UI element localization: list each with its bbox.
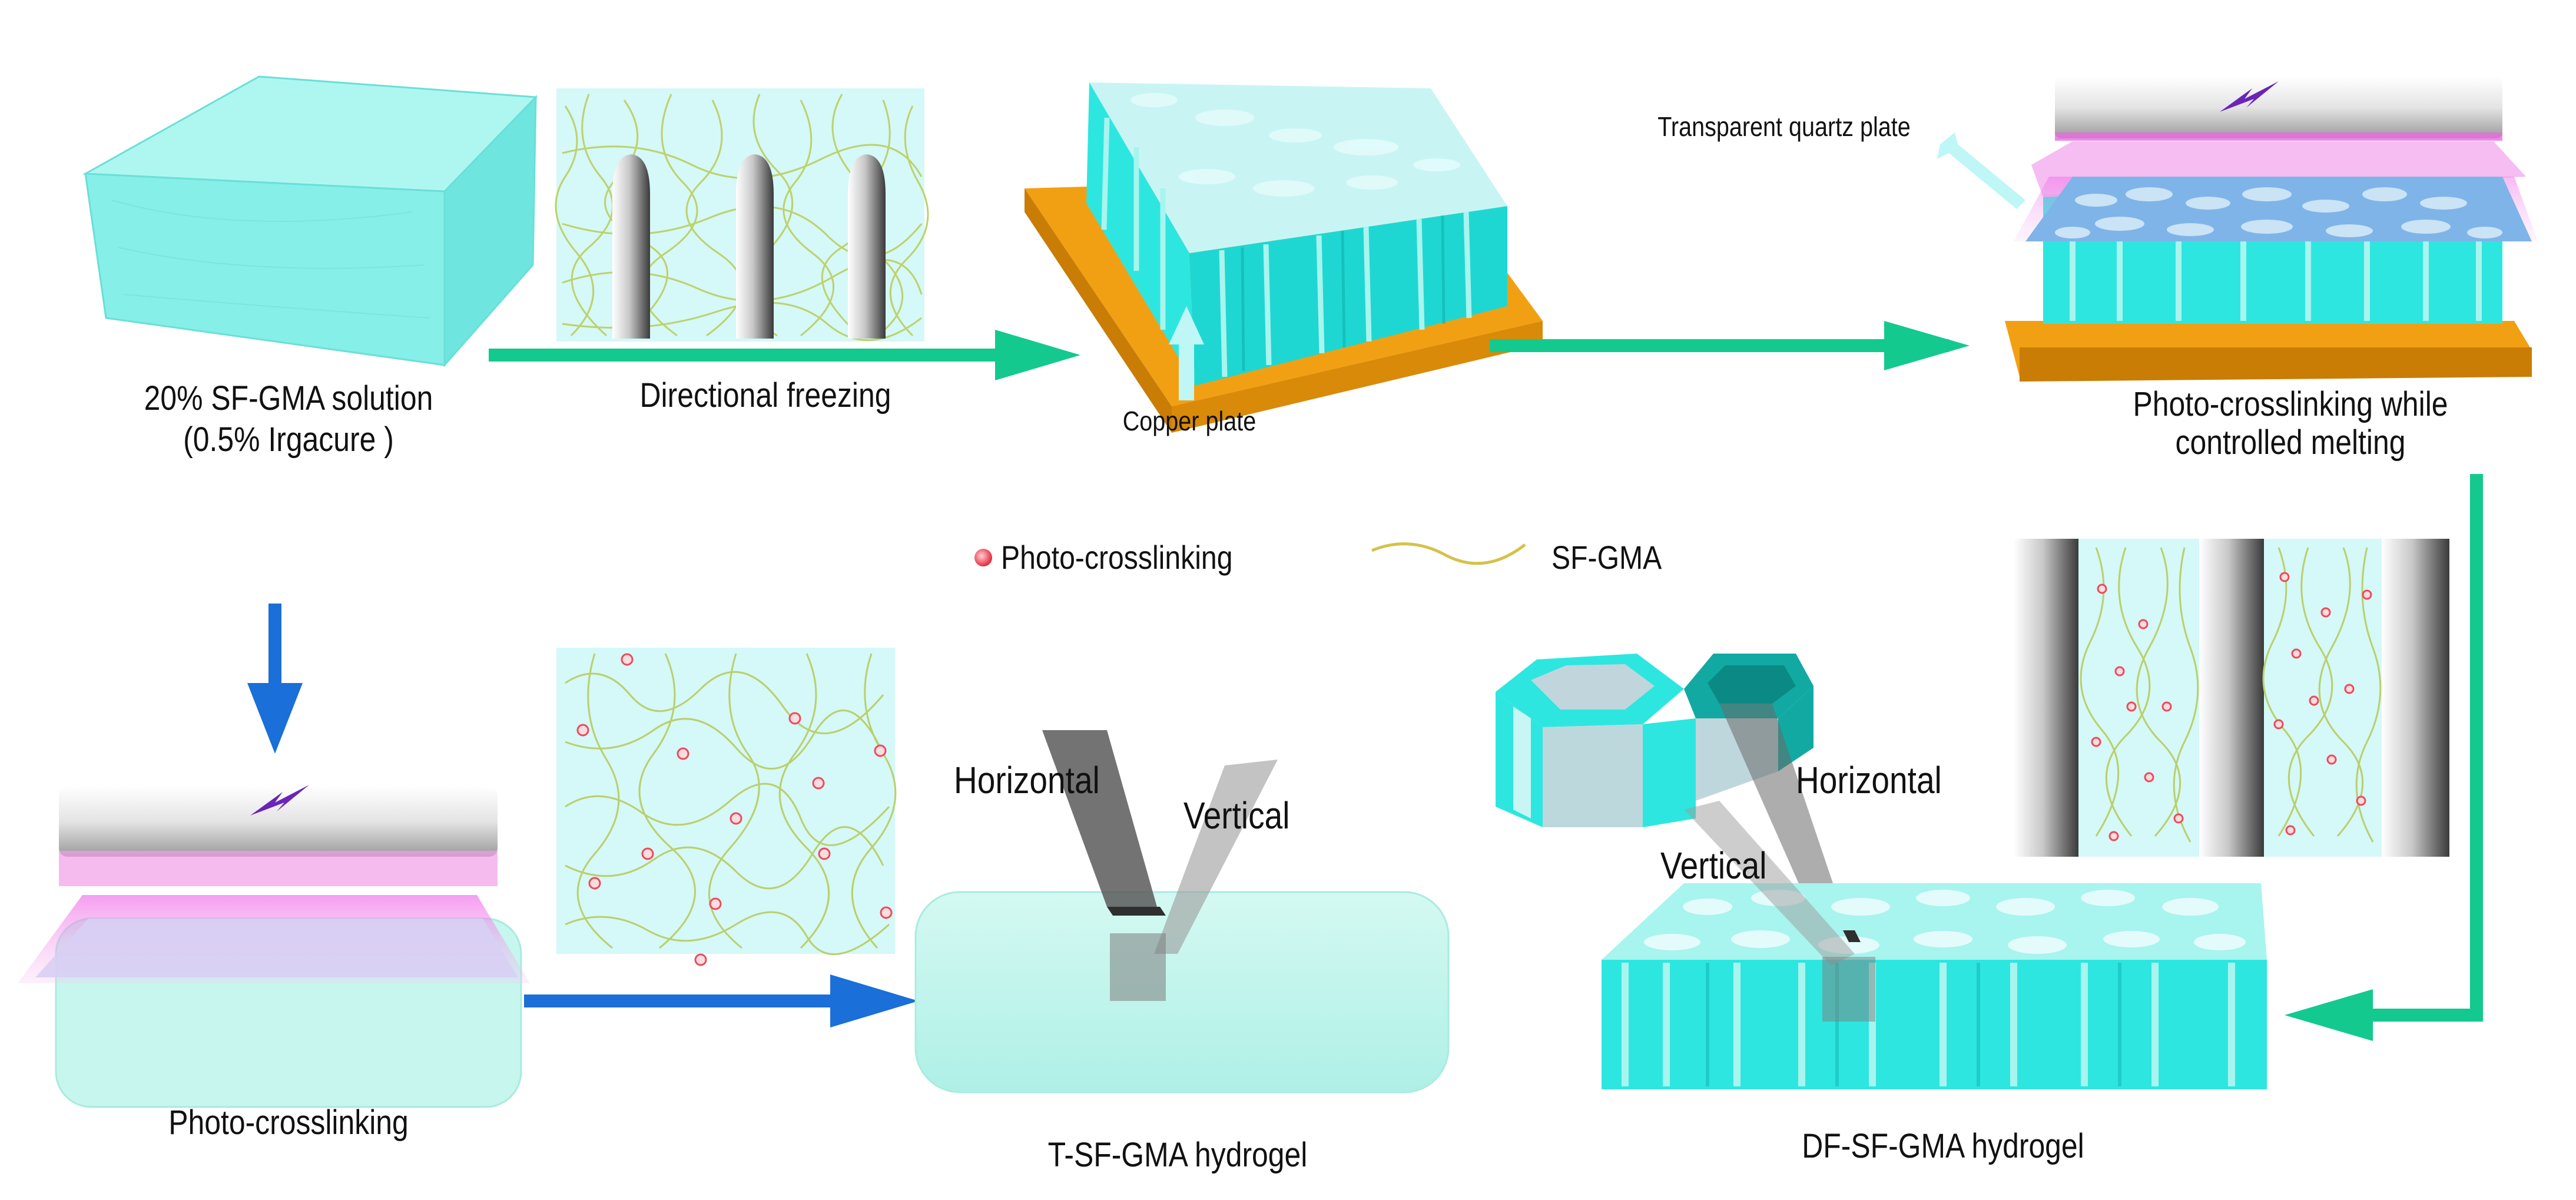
solution-label-line1: 20% SF-GMA solution (144, 379, 433, 417)
isotropic-network-panel (556, 648, 897, 966)
df-vertical-label: Vertical (1660, 844, 1767, 887)
ice-pillar (736, 154, 774, 339)
legend-photo-crosslinking-label: Photo-crosslinking (1001, 539, 1233, 576)
vertical-beam (1154, 760, 1278, 954)
copper-plate-label: Copper plate (1122, 406, 1256, 436)
blue-arrow-right (524, 974, 919, 1027)
ice-pillar (612, 154, 650, 339)
lightning-icon (2220, 81, 2279, 112)
t-horizontal-label: Horizontal (954, 759, 1100, 801)
quartz-plate-pointer (1937, 132, 2025, 209)
arrow-green-2 (1490, 321, 1970, 370)
hexagon-channels (1496, 654, 1849, 930)
arrow-green-1 (489, 330, 1080, 380)
lightning-icon (250, 785, 309, 816)
blue-arrow-down (247, 604, 303, 754)
horizontal-beam (1042, 730, 1157, 907)
legend-sf-gma-label: SF-GMA (1551, 539, 1662, 576)
copper-plate-pointer (1169, 306, 1204, 400)
photo-crosslinking-setup (18, 785, 530, 1108)
melting-label-line1: Photo-crosslinking while (2133, 385, 2448, 423)
horizontal-beam (1719, 704, 1849, 930)
copper-block (1025, 82, 1543, 433)
vertical-plane (1110, 933, 1166, 1001)
legend (974, 542, 1526, 566)
melting-setup (2005, 77, 2538, 382)
horizontal-plane (1843, 930, 1861, 942)
t-hydrogel-block (914, 730, 1450, 1093)
df-hydrogel-label: DF-SF-GMA hydrogel (1802, 1127, 2084, 1165)
quartz-plate-label: Transparent quartz plate (1657, 111, 1911, 142)
aligned-network-panel (2014, 539, 2449, 857)
df-hydrogel-block (1602, 801, 2267, 1089)
sf-gma-fiber-icon (1371, 542, 1526, 565)
df-horizontal-label: Horizontal (1796, 759, 1942, 801)
crosslink-dot-icon (974, 549, 992, 566)
t-hydrogel-label: T-SF-GMA hydrogel (1047, 1136, 1308, 1174)
directional-freezing-label: Directional freezing (639, 376, 891, 415)
melting-label-line2: controlled melting (2175, 423, 2406, 462)
photo-crosslinking-label: Photo-crosslinking (168, 1103, 409, 1142)
t-vertical-label: Vertical (1183, 794, 1290, 837)
vertical-beam (1684, 801, 1855, 966)
solution-label-line2: (0.5% Irgacure ) (183, 420, 394, 459)
freezing-panel (555, 88, 929, 342)
ice-pillar (848, 154, 886, 339)
arrow-green-3 (2285, 474, 2483, 1041)
solution-block (82, 75, 538, 367)
vertical-plane (1822, 957, 1875, 1022)
horizontal-plane (1107, 907, 1166, 916)
